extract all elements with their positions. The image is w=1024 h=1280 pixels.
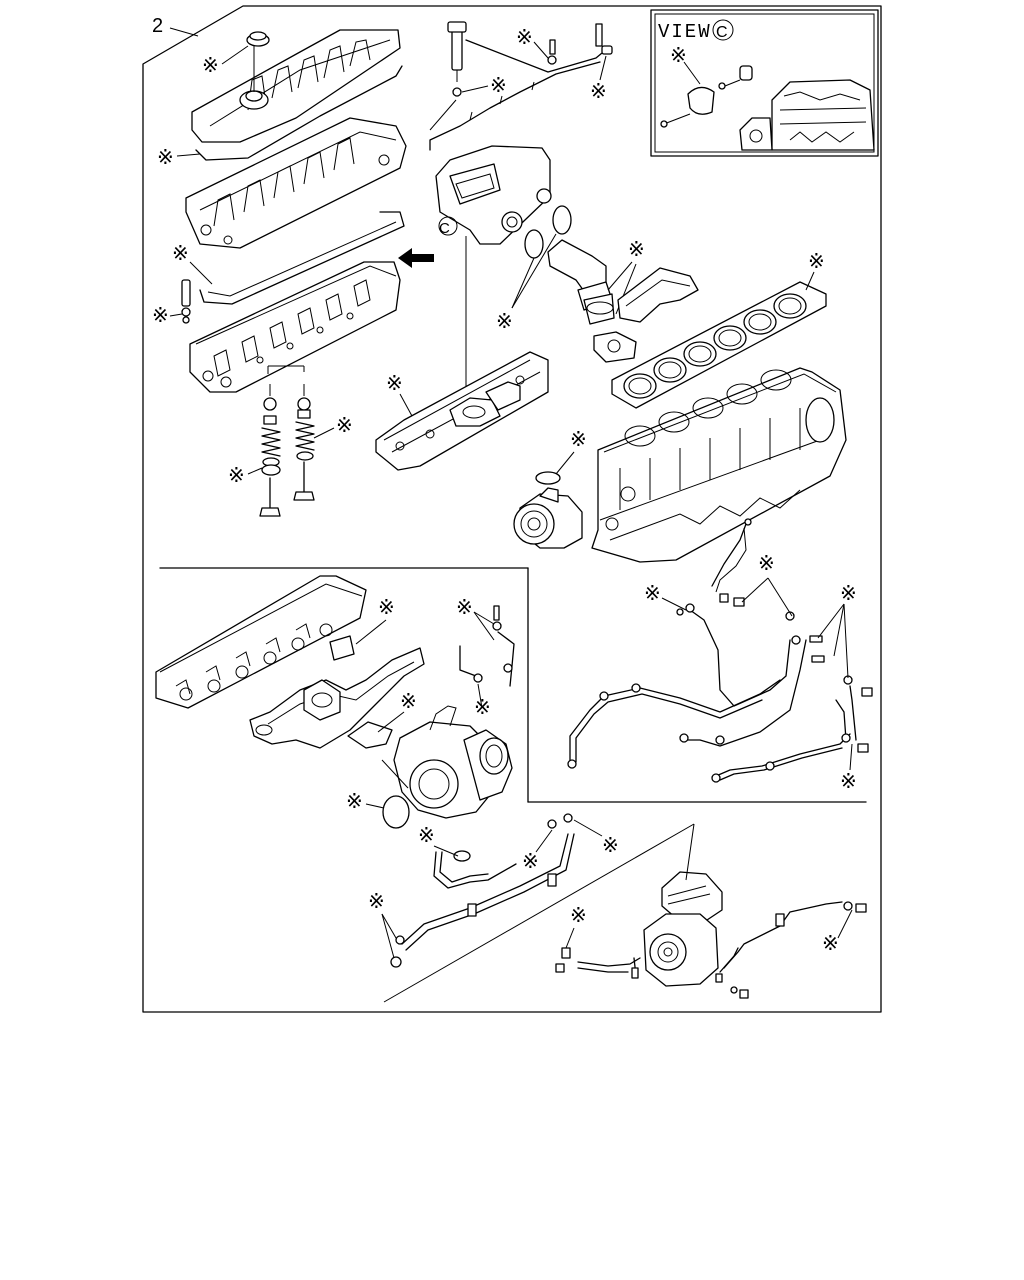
marker-intake-gasket: ※ <box>386 371 403 395</box>
glow-plug: ※ <box>152 279 191 327</box>
cylinder-block <box>591 367 847 593</box>
turbo-oil-feed-pipe: ※ ※ <box>456 595 515 719</box>
cylinder-head-gasket: ※ <box>611 249 827 409</box>
marker-compressor-line-washer: ※ <box>822 931 839 955</box>
cylinder-head-side-view <box>155 575 367 709</box>
kit-outline-frame <box>142 5 882 1013</box>
view-ref-letter: C <box>716 24 728 41</box>
turbocharger: ※ ※ <box>346 689 513 829</box>
direction-arrow <box>398 248 434 268</box>
marker-view: ※ <box>670 43 687 67</box>
view-label: VIEW <box>658 21 712 43</box>
marker-exhaust-manifold-gasket: ※ <box>378 595 395 619</box>
marker-turbo-outlet-seal: ※ <box>346 789 363 813</box>
marker-compressor-pipe-washer: ※ <box>522 849 539 873</box>
marker-valve-seal-right: ※ <box>336 413 353 437</box>
marker-oil-feed-bolt: ※ <box>456 595 473 619</box>
injector: ※ ※ ※ <box>429 21 613 151</box>
marker-oil-feed-washer: ※ <box>474 695 491 719</box>
marker-fuel-pipe-top: ※ <box>758 551 775 575</box>
valve-assemblies: ※ ※ <box>228 384 353 517</box>
marker-head-upper-gasket: ※ <box>172 241 189 265</box>
marker-oil-cap: ※ <box>202 53 219 77</box>
callout-c-letter: C <box>439 220 450 237</box>
intake-manifold: ※ <box>375 351 549 471</box>
item-number-label: 2 <box>152 15 163 37</box>
exhaust-manifold-upper <box>593 267 699 363</box>
thermostat-housing: C <box>435 145 572 420</box>
air-compressor: ※ ※ <box>555 823 867 999</box>
view-c-inset: VIEW C ※ <box>650 9 879 157</box>
marker-glow-plug: ※ <box>152 303 169 327</box>
marker-turbo-gasket: ※ <box>400 689 417 713</box>
head-upper-gasket: ※ <box>172 211 405 305</box>
marker-valve-seal-left: ※ <box>228 463 245 487</box>
water-pump: ※ <box>513 427 587 549</box>
marker-pipe-fitting-seals: ※ <box>368 889 385 913</box>
marker-banjo-bolt: ※ <box>516 25 533 49</box>
item-number-leader <box>169 27 199 37</box>
marker-fuel-pipe-bottom: ※ <box>840 769 857 793</box>
cylinder-head <box>189 261 401 393</box>
marker-cover-gasket: ※ <box>157 145 174 169</box>
marker-elbow-gasket: ※ <box>628 237 645 261</box>
rocker-housing <box>185 117 407 249</box>
marker-fuel-pipe-right: ※ <box>840 581 857 605</box>
marker-thermostat-gaskets: ※ <box>496 309 513 333</box>
marker-water-pump-seal: ※ <box>570 427 587 451</box>
exhaust-manifold-lower: ※ <box>249 595 425 749</box>
valve-cover: ※ <box>191 29 401 143</box>
water-elbow-pipe <box>547 239 615 325</box>
valve-cover-gasket: ※ <box>157 65 403 169</box>
marker-injector-seal: ※ <box>490 73 507 97</box>
marker-compressor-gasket: ※ <box>570 903 587 927</box>
marker-compressor-pipe-bolt: ※ <box>602 833 619 857</box>
injection-pipes: ※ ※ ※ ※ <box>567 518 873 793</box>
marker-head-gasket: ※ <box>808 249 825 273</box>
marker-fuel-pipe-left: ※ <box>644 581 661 605</box>
compressor-oil-pipe: ※ ※ ※ <box>368 813 695 1003</box>
marker-oil-return-gasket: ※ <box>418 823 435 847</box>
turbo-oil-return-pipe: ※ <box>418 823 517 889</box>
marker-leakoff-washer: ※ <box>590 79 607 103</box>
